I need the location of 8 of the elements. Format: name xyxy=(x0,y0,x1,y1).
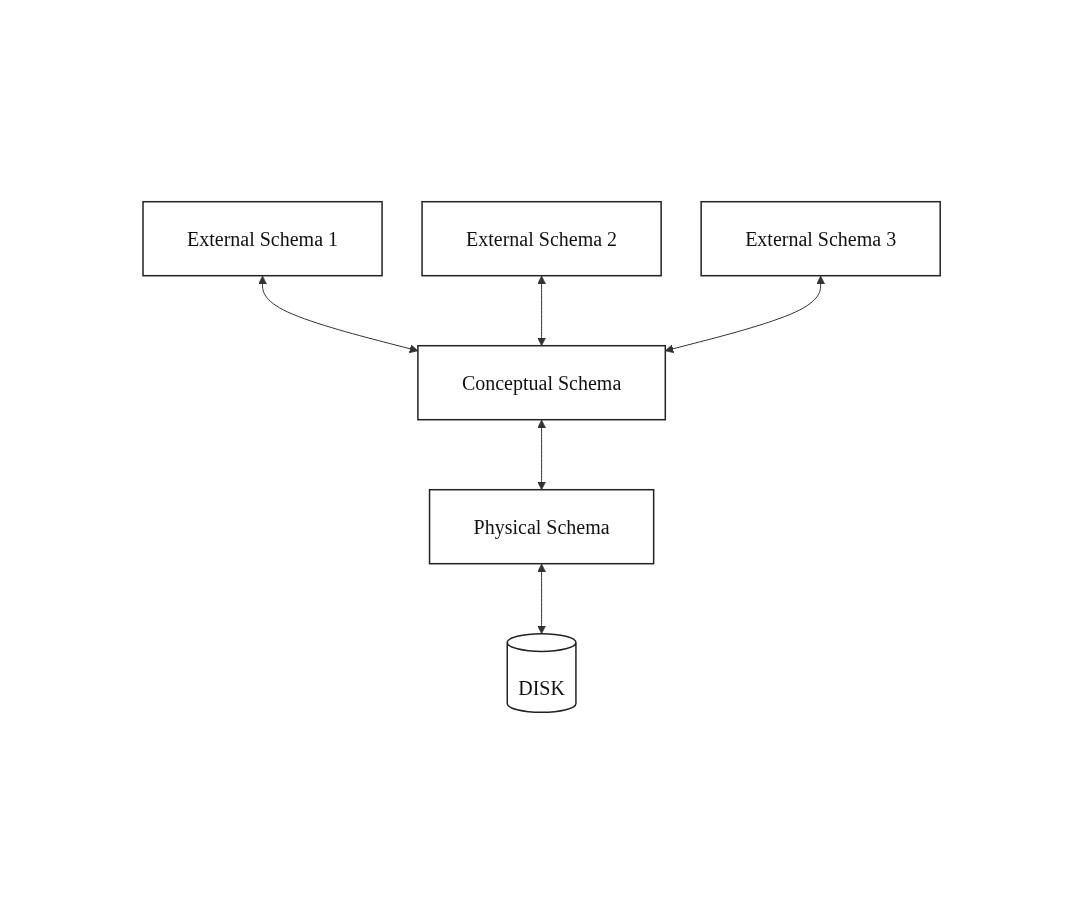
arrow xyxy=(537,275,546,347)
node-box: External Schema 3 xyxy=(700,200,941,277)
node-box: Physical Schema xyxy=(428,488,655,565)
node-box: Conceptual Schema xyxy=(417,344,666,421)
arrow xyxy=(537,563,546,635)
node-box: External Schema 1 xyxy=(142,200,383,277)
node-box: External Schema 2 xyxy=(421,200,662,277)
arrow xyxy=(537,419,546,491)
